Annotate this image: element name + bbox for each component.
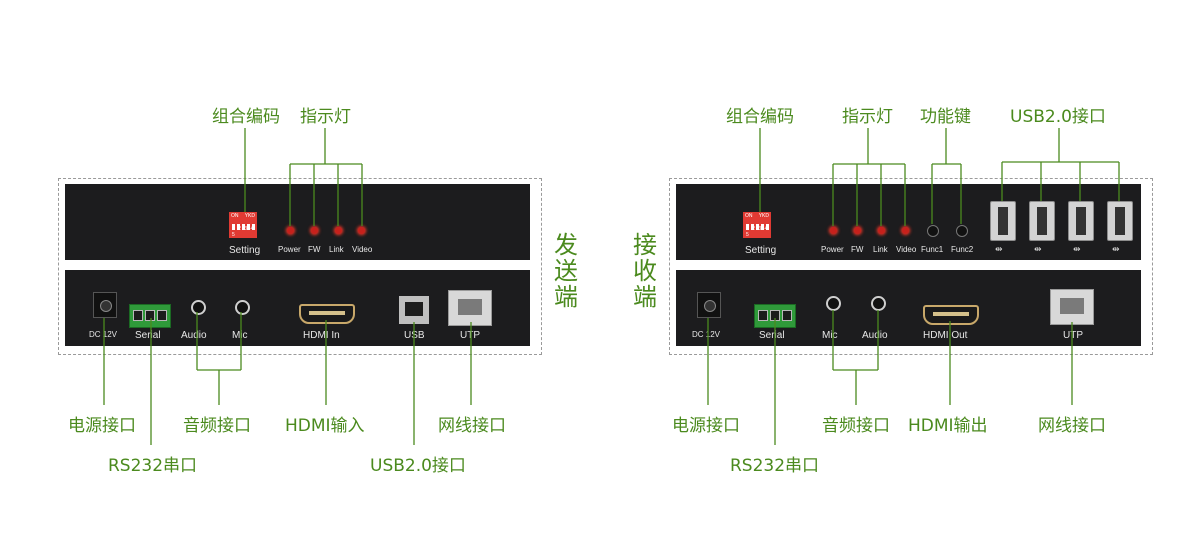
fw-led-label: FW [308, 245, 321, 254]
usb-symbol-icon: ⇹ [995, 245, 1003, 255]
dc-label: DC 12V [89, 330, 118, 339]
usb-a-port-icon[interactable] [1107, 201, 1133, 241]
audio-label: Audio [181, 330, 207, 341]
dc-jack-icon[interactable] [93, 292, 117, 318]
usb-a-port-icon[interactable] [990, 201, 1016, 241]
side-char: 端 [633, 283, 657, 311]
callout-net-right: 网线接口 [1038, 416, 1106, 436]
callout-audio-left: 音频接口 [183, 416, 251, 436]
video-led-label: Video [352, 245, 373, 254]
serial-terminal-icon[interactable] [129, 304, 171, 328]
receiver-outline [669, 178, 1153, 355]
dc-label: DC 12V [692, 330, 721, 339]
usb-symbol-icon: ⇹ [1034, 245, 1042, 255]
callout-dip-left: 组合编码 [212, 107, 280, 127]
hdmi-in-label: HDMI In [303, 330, 340, 341]
link-led-icon [335, 227, 342, 234]
fw-led-label: FW [851, 245, 864, 254]
audio-label: Audio [862, 330, 888, 341]
audio-jack-icon[interactable] [191, 300, 206, 315]
usb-b-port-icon[interactable] [399, 296, 429, 324]
callout-hdmi-right: HDMI输出 [908, 416, 988, 436]
transmitter-side-label: 发 送 端 [553, 232, 579, 310]
serial-label: Serial [759, 330, 785, 341]
transmitter-front-panel [65, 184, 530, 260]
receiver-side-label: 接 收 端 [632, 232, 658, 310]
callout-dip-right: 组合编码 [726, 107, 794, 127]
callout-hdmi-left: HDMI输入 [285, 416, 365, 436]
dip-switch-icon[interactable]: ON YKD 1 2 3 4 5 [743, 212, 771, 238]
callout-rs232-right: RS232串口 [730, 456, 820, 476]
callout-audio-right: 音频接口 [822, 416, 890, 436]
mic-label: Mic [232, 330, 248, 341]
utp-label: UTP [1063, 330, 1083, 341]
callout-power-left: 电源接口 [68, 416, 136, 436]
usb-symbol-icon: ⇹ [1112, 245, 1120, 255]
dip-numbers: 1 2 3 4 5 [746, 226, 769, 238]
link-led-label: Link [873, 245, 888, 254]
mic-label: Mic [822, 330, 838, 341]
usb-symbol-icon: ⇹ [1073, 245, 1081, 255]
serial-label: Serial [135, 330, 161, 341]
mic-jack-icon[interactable] [235, 300, 250, 315]
func2-button[interactable] [956, 225, 968, 237]
hdmi-out-port-icon[interactable] [923, 305, 979, 325]
side-char: 收 [633, 257, 657, 285]
setting-label: Setting [229, 245, 261, 256]
side-char: 送 [554, 257, 578, 285]
power-led-label: Power [278, 245, 301, 254]
hdmi-out-label: HDMI Out [923, 330, 968, 341]
callout-leds-left: 指示灯 [300, 107, 351, 127]
side-char: 接 [633, 231, 657, 259]
video-led-icon [902, 227, 909, 234]
callout-leds-right: 指示灯 [842, 107, 893, 127]
dip-brand-label: YKD [244, 213, 255, 219]
callout-func-right: 功能键 [920, 107, 971, 127]
transmitter-outline [58, 178, 542, 355]
dip-brand-label: YKD [758, 213, 769, 219]
rj45-port-icon[interactable] [448, 290, 492, 326]
side-char: 端 [554, 283, 578, 311]
dip-on-label: ON [745, 213, 753, 219]
callout-usb-right: USB2.0接口 [1010, 107, 1106, 127]
dip-switch-icon[interactable]: ON YKD 1 2 3 4 5 [229, 212, 257, 238]
power-led-icon [830, 227, 837, 234]
utp-label: UTP [460, 330, 480, 341]
video-led-icon [358, 227, 365, 234]
link-led-label: Link [329, 245, 344, 254]
link-led-icon [878, 227, 885, 234]
dc-jack-icon[interactable] [697, 292, 721, 318]
hdmi-in-port-icon[interactable] [299, 304, 355, 324]
fw-led-icon [311, 227, 318, 234]
usb-a-port-icon[interactable] [1068, 201, 1094, 241]
func2-label: Func2 [951, 245, 974, 254]
dip-numbers: 1 2 3 4 5 [232, 226, 255, 238]
func1-label: Func1 [921, 245, 944, 254]
callout-net-left: 网线接口 [438, 416, 506, 436]
dip-on-label: ON [231, 213, 239, 219]
func1-button[interactable] [927, 225, 939, 237]
setting-label: Setting [745, 245, 777, 256]
callout-rs232-left: RS232串口 [108, 456, 198, 476]
power-led-icon [287, 227, 294, 234]
callout-power-right: 电源接口 [672, 416, 740, 436]
callout-usb-left: USB2.0接口 [370, 456, 466, 476]
video-led-label: Video [896, 245, 917, 254]
serial-terminal-icon[interactable] [754, 304, 796, 328]
rj45-port-icon[interactable] [1050, 289, 1094, 325]
usb-a-port-icon[interactable] [1029, 201, 1055, 241]
power-led-label: Power [821, 245, 844, 254]
side-char: 发 [554, 231, 578, 259]
fw-led-icon [854, 227, 861, 234]
